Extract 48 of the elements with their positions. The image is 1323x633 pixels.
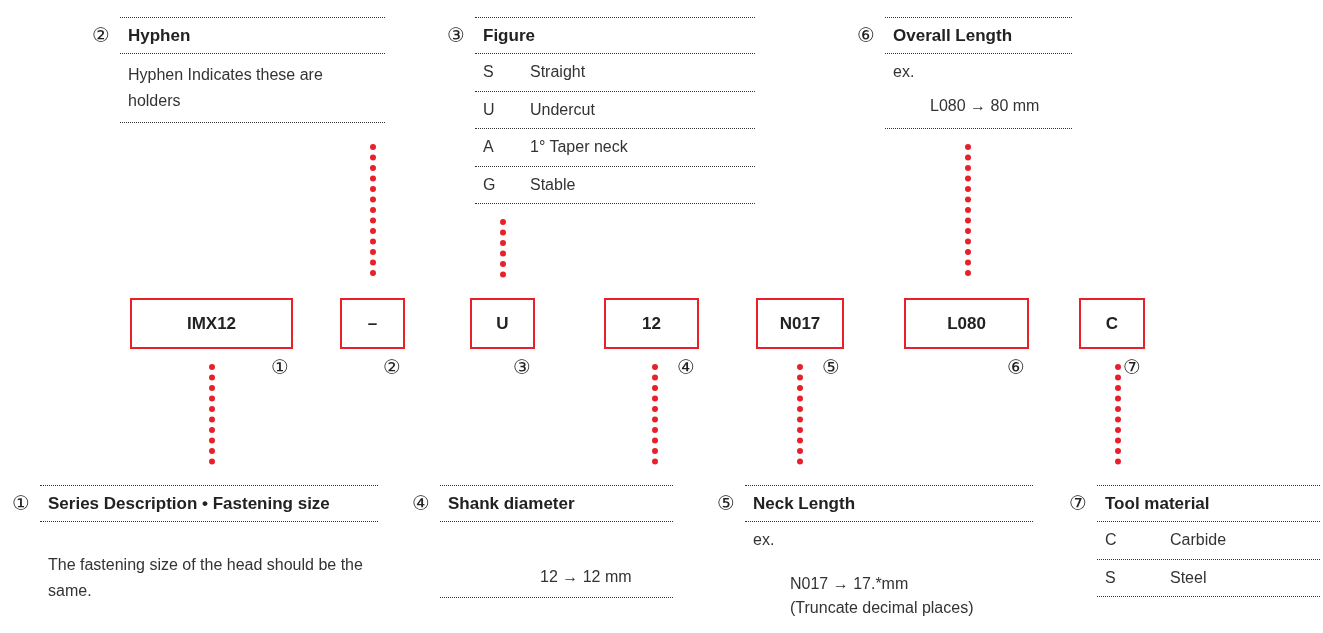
callout-number: ⑦ bbox=[1123, 355, 1141, 379]
code-meaning: Stable bbox=[530, 174, 576, 195]
description-text: The fastening size of the head should be the same. bbox=[48, 556, 363, 599]
panel-heading: Neck Length bbox=[753, 492, 856, 515]
code-meaning: Steel bbox=[1170, 567, 1207, 588]
code-letter: U bbox=[483, 99, 496, 120]
code-meaning: 1° Taper neck bbox=[530, 137, 628, 158]
example-label: ex. bbox=[753, 530, 776, 550]
callout-number: ① bbox=[12, 491, 30, 515]
callout-number: ③ bbox=[513, 355, 531, 379]
example-note: (Truncate decimal places) bbox=[789, 598, 975, 618]
code-segment-box: 12 bbox=[604, 298, 699, 349]
panel-heading: Figure bbox=[483, 24, 535, 47]
description-text: Hyphen Indicates these are holders bbox=[128, 66, 323, 109]
code-segment-box: U bbox=[470, 298, 535, 349]
panel-heading: Shank diameter bbox=[448, 492, 575, 515]
code-meaning: Undercut bbox=[530, 99, 595, 120]
example-value: 12 → 12 mm bbox=[540, 567, 632, 587]
code-segment-box: – bbox=[340, 298, 405, 349]
callout-number: ⑥ bbox=[857, 23, 875, 47]
callout-number: ⑤ bbox=[822, 355, 840, 379]
callout-number: ① bbox=[271, 355, 289, 379]
code-segment-box: IMX12 bbox=[130, 298, 293, 349]
code-letter: S bbox=[483, 62, 495, 83]
callout-number: ④ bbox=[412, 491, 430, 515]
code-segment-box: N017 bbox=[756, 298, 844, 349]
callout-number: ⑤ bbox=[717, 491, 735, 515]
panel-heading: Hyphen bbox=[128, 24, 191, 47]
code-segment-box: L080 bbox=[904, 298, 1029, 349]
callout-number: ⑦ bbox=[1069, 491, 1087, 515]
code-letter: S bbox=[1105, 567, 1117, 588]
panel-heading: Overall Length bbox=[893, 24, 1013, 47]
callout-number: ② bbox=[92, 23, 110, 47]
callout-number: ⑥ bbox=[1007, 355, 1025, 379]
code-letter: G bbox=[483, 174, 497, 195]
panel-heading: Series Description • Fastening size bbox=[48, 492, 330, 515]
callout-number: ④ bbox=[677, 355, 695, 379]
code-letter: A bbox=[483, 137, 495, 158]
code-letter: C bbox=[1105, 530, 1118, 551]
example-label: ex. bbox=[893, 62, 916, 82]
example-value: N017 → 17.*mm bbox=[789, 574, 910, 594]
panel-heading: Tool material bbox=[1105, 492, 1210, 515]
example-value: L080 → 80 mm bbox=[929, 96, 1041, 116]
callout-number: ③ bbox=[447, 23, 465, 47]
code-segment-box: C bbox=[1079, 298, 1145, 349]
callout-number: ② bbox=[383, 355, 401, 379]
code-meaning: Carbide bbox=[1170, 530, 1227, 551]
code-meaning: Straight bbox=[530, 62, 586, 83]
